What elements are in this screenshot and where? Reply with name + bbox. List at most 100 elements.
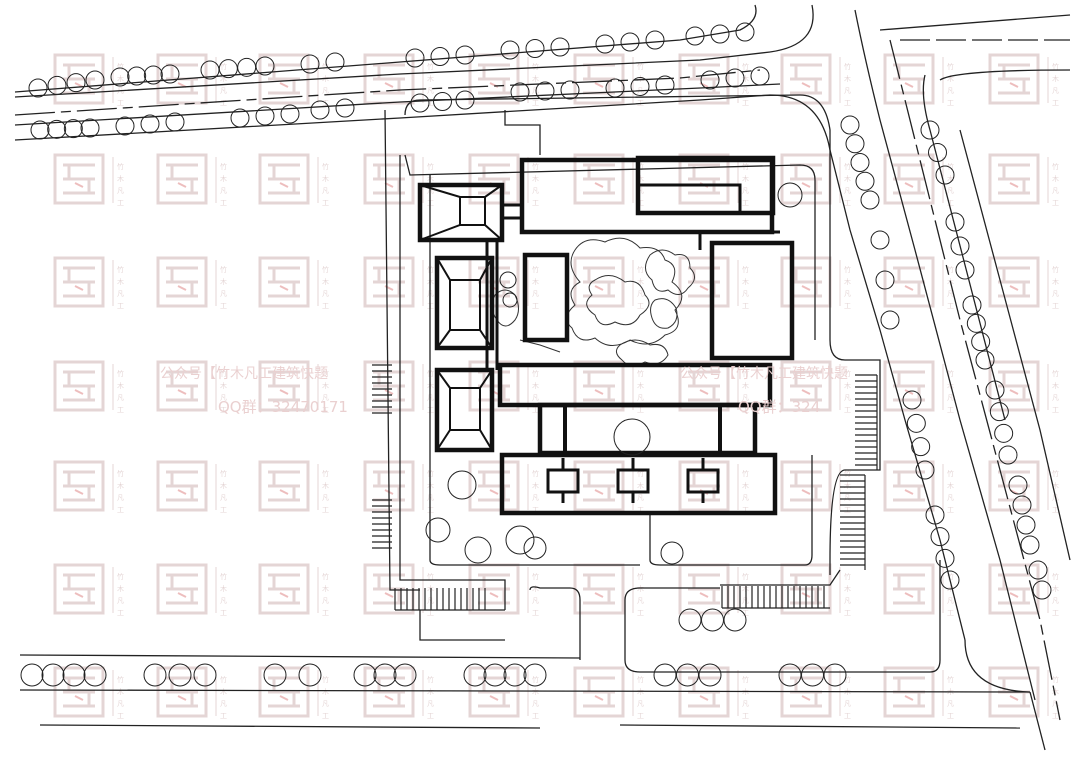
watermark-logo: 竹木凡工 (156, 563, 227, 617)
rockery-1 (566, 237, 683, 346)
watermark-logo: 竹木凡工 (156, 256, 227, 310)
watermark-logo-glyph: 竹 (844, 675, 851, 684)
watermark-logo-glyph: 工 (220, 302, 227, 310)
watermark-logo-glyph: 凡 (947, 187, 954, 195)
tree (1008, 475, 1028, 495)
tree (143, 65, 163, 85)
south-road-edge-4 (619, 724, 1021, 729)
watermark-logo-glyph: 凡 (427, 700, 434, 708)
watermark-logo-glyph: 凡 (532, 394, 539, 402)
tree (955, 260, 975, 280)
west-pavilion-south-roof (436, 369, 493, 451)
watermark-logo-glyph: 凡 (117, 700, 124, 708)
watermark-logo-glyph: 凡 (637, 394, 644, 402)
tree (971, 332, 991, 352)
watermark-logo-glyph: 凡 (117, 394, 124, 402)
rockery-3 (645, 249, 695, 295)
watermark-logo-glyph: 木 (742, 74, 749, 83)
tree (464, 536, 492, 564)
watermark-logo-glyph: 木 (532, 277, 539, 286)
north-road-edge-4 (14, 94, 831, 151)
watermark-logo-glyph: 凡 (844, 394, 851, 402)
watermark-logo-glyph: 凡 (637, 187, 644, 195)
watermark-logo: 竹木凡工 (988, 153, 1059, 207)
north-road-north-branch (769, 4, 814, 53)
watermark-logo-glyph: 工 (844, 712, 851, 720)
watermark-logo-glyph: 木 (322, 481, 329, 490)
tree (523, 663, 547, 687)
watermark-logo-glyph: 凡 (742, 290, 749, 298)
tree (425, 517, 451, 543)
watermark-logo-glyph: 竹 (947, 469, 954, 478)
road-network (14, 4, 1071, 751)
watermark-logo-glyph: 工 (532, 406, 539, 414)
watermark-logo-glyph: 工 (117, 199, 124, 207)
watermark-logo-glyph: 木 (947, 74, 954, 83)
tree-rows (20, 22, 1052, 687)
watermark-logo: 竹木凡工 (988, 666, 1059, 720)
watermark-logo: 竹木凡工 (678, 666, 749, 720)
watermark-logo-glyph: 竹 (947, 162, 954, 171)
watermark-logo-glyph: 工 (322, 199, 329, 207)
east-road-edge-2 (829, 149, 966, 641)
watermark-logo-glyph: 工 (532, 506, 539, 514)
watermark-logo-glyph: 竹 (427, 572, 434, 581)
south-gallery (499, 452, 778, 516)
watermark-logo-glyph: 凡 (844, 290, 851, 298)
tree (373, 663, 397, 687)
watermark-logo-glyph: 工 (532, 199, 539, 207)
watermark-logo-glyph: 工 (844, 506, 851, 514)
watermark-logo-glyph: 凡 (947, 597, 954, 605)
watermark-logo-glyph: 凡 (1052, 290, 1059, 298)
watermark-logo-glyph: 竹 (220, 572, 227, 581)
building-complex (417, 155, 795, 516)
watermark-logo-glyph: 工 (844, 609, 851, 617)
tree (410, 93, 430, 113)
watermark-logo-glyph: 工 (1052, 99, 1059, 107)
east-road-edge-3 (939, 69, 1071, 81)
courtyard-garden (491, 237, 695, 366)
tree (1020, 535, 1040, 555)
parking-stalls (372, 364, 878, 611)
watermark-logo-glyph: 工 (637, 406, 644, 414)
watermark-logo-glyph: 木 (1052, 481, 1059, 490)
watermark-logo-glyph: 凡 (532, 597, 539, 605)
watermark-logo-glyph: 竹 (322, 265, 329, 274)
tree (875, 270, 895, 290)
south-road-edge-2 (19, 689, 1031, 693)
watermark-logo-glyph: 竹 (322, 62, 329, 71)
watermark-logo-glyph: 竹 (117, 572, 124, 581)
tree (940, 570, 960, 590)
watermark-logo-glyph: 凡 (117, 597, 124, 605)
tree (698, 663, 722, 687)
watermark-logo-glyph: 竹 (532, 369, 539, 378)
watermark-logo-glyph: 工 (947, 302, 954, 310)
tree (777, 182, 803, 208)
watermark-logo: 竹木凡工 (988, 256, 1059, 310)
watermark-logo-glyph: 凡 (742, 700, 749, 708)
watermark-logo-glyph: 凡 (322, 394, 329, 402)
watermark-logo-glyph: 凡 (844, 187, 851, 195)
tree (280, 104, 300, 124)
tree (140, 114, 160, 134)
tree (994, 423, 1014, 443)
watermark-logo-glyph: 木 (322, 277, 329, 286)
watermark-logo-glyph: 木 (117, 74, 124, 83)
watermark-logo-glyph: 工 (947, 609, 954, 617)
tree (500, 40, 520, 60)
watermark-logo-glyph: 木 (117, 584, 124, 593)
watermark-logo-glyph: 竹 (1052, 265, 1059, 274)
watermark-logo-glyph: 木 (532, 174, 539, 183)
watermark-logo-glyph: 工 (117, 506, 124, 514)
watermark-logo-glyph: 凡 (637, 494, 644, 502)
south-entrance-east (624, 587, 720, 601)
tree (115, 116, 135, 136)
tree (710, 24, 730, 44)
tree (985, 380, 1005, 400)
watermark-logo-glyph: 凡 (117, 290, 124, 298)
watermark-text-right: 公众号【竹木凡工建筑快题 QQ群：324 (680, 366, 848, 416)
tree (63, 119, 83, 139)
watermark-logo: 竹木凡工 (258, 460, 329, 514)
south-road-edge-3 (39, 724, 541, 729)
tree (310, 100, 330, 120)
